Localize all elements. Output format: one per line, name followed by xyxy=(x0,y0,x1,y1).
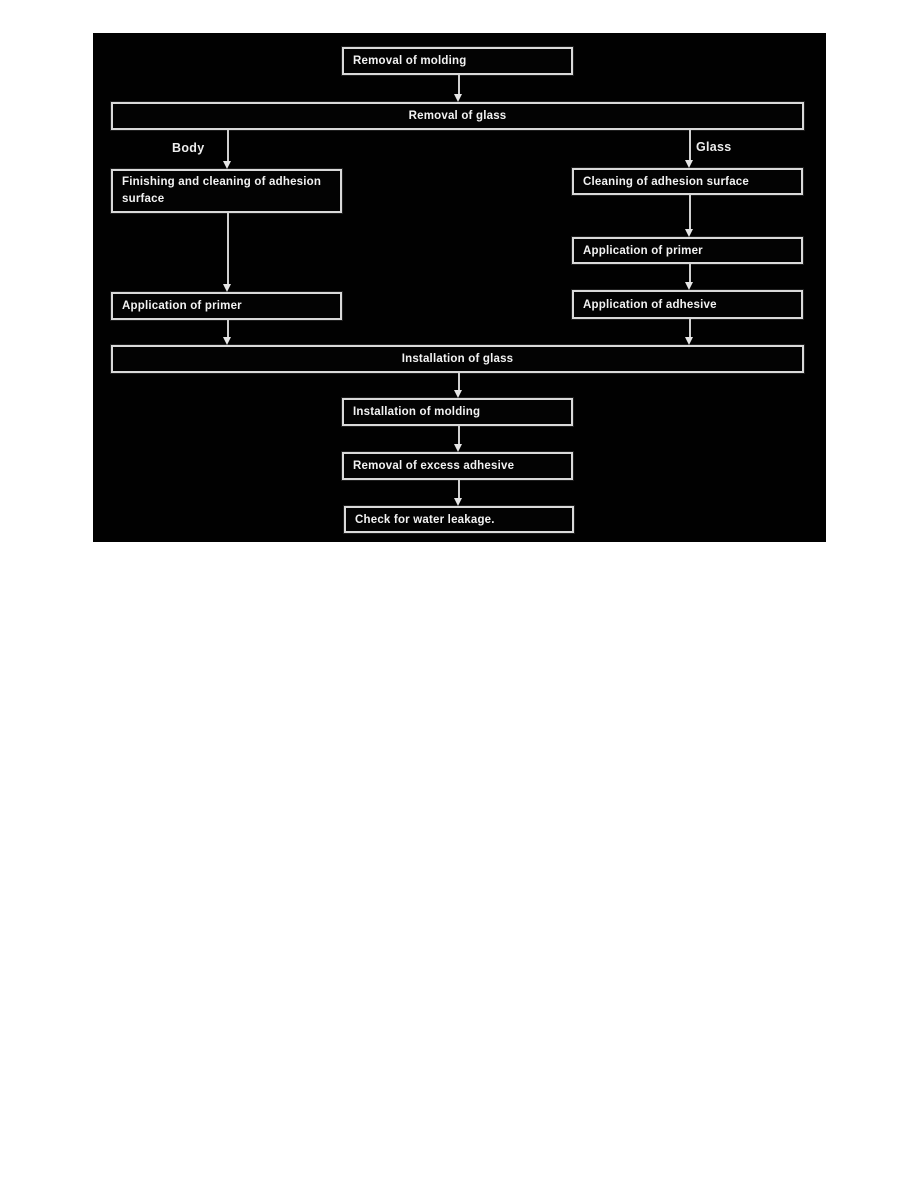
arrow-line-cleaning-to-primer-glass xyxy=(689,195,691,229)
node-cleaning-of-adhesion-surface: Cleaning of adhesion surface xyxy=(572,168,803,195)
arrowhead-into-primer-glass xyxy=(685,229,693,237)
node-application-of-adhesive: Application of adhesive xyxy=(572,290,803,319)
arrowhead-into-installation-glass-left xyxy=(223,337,231,345)
flowchart-canvas: Removal of molding Removal of glass Fini… xyxy=(93,33,826,542)
branch-label-body: Body xyxy=(172,141,205,155)
arrow-line-primer-glass-to-adhesive xyxy=(689,264,691,282)
arrowhead-into-removal-excess xyxy=(454,444,462,452)
arrowhead-into-check-water xyxy=(454,498,462,506)
arrow-line-installation-glass-to-molding xyxy=(458,373,460,390)
arrow-line-molding-to-excess xyxy=(458,426,460,444)
arrowhead-into-cleaning xyxy=(685,160,693,168)
arrow-line-primer-body-to-installation-glass xyxy=(227,320,229,337)
node-removal-of-excess-adhesive: Removal of excess adhesive xyxy=(342,452,573,480)
arrow-line-excess-to-check xyxy=(458,480,460,498)
node-installation-of-molding: Installation of molding xyxy=(342,398,573,426)
arrow-line-molding-to-glass xyxy=(458,75,460,94)
node-application-of-primer-glass: Application of primer xyxy=(572,237,803,264)
node-application-of-primer-body: Application of primer xyxy=(111,292,342,320)
arrowhead-into-primer-body xyxy=(223,284,231,292)
node-removal-of-molding: Removal of molding xyxy=(342,47,573,75)
arrowhead-into-installation-molding xyxy=(454,390,462,398)
arrow-line-adhesive-to-installation-glass xyxy=(689,319,691,337)
node-finishing-and-cleaning-of-adhesion-surface: Finishing and cleaning of adhesion surfa… xyxy=(111,169,342,213)
arrow-line-glass-to-cleaning xyxy=(689,130,691,160)
node-removal-of-glass: Removal of glass xyxy=(111,102,804,130)
node-installation-of-glass: Installation of glass xyxy=(111,345,804,373)
branch-label-glass: Glass xyxy=(696,140,732,154)
arrow-line-finishing-to-primer-body xyxy=(227,213,229,284)
arrowhead-into-adhesive xyxy=(685,282,693,290)
arrow-line-glass-to-finishing xyxy=(227,130,229,161)
arrowhead-into-finishing xyxy=(223,161,231,169)
arrowhead-into-installation-glass-right xyxy=(685,337,693,345)
arrowhead-into-removal-glass xyxy=(454,94,462,102)
node-check-for-water-leakage: Check for water leakage. xyxy=(344,506,574,533)
